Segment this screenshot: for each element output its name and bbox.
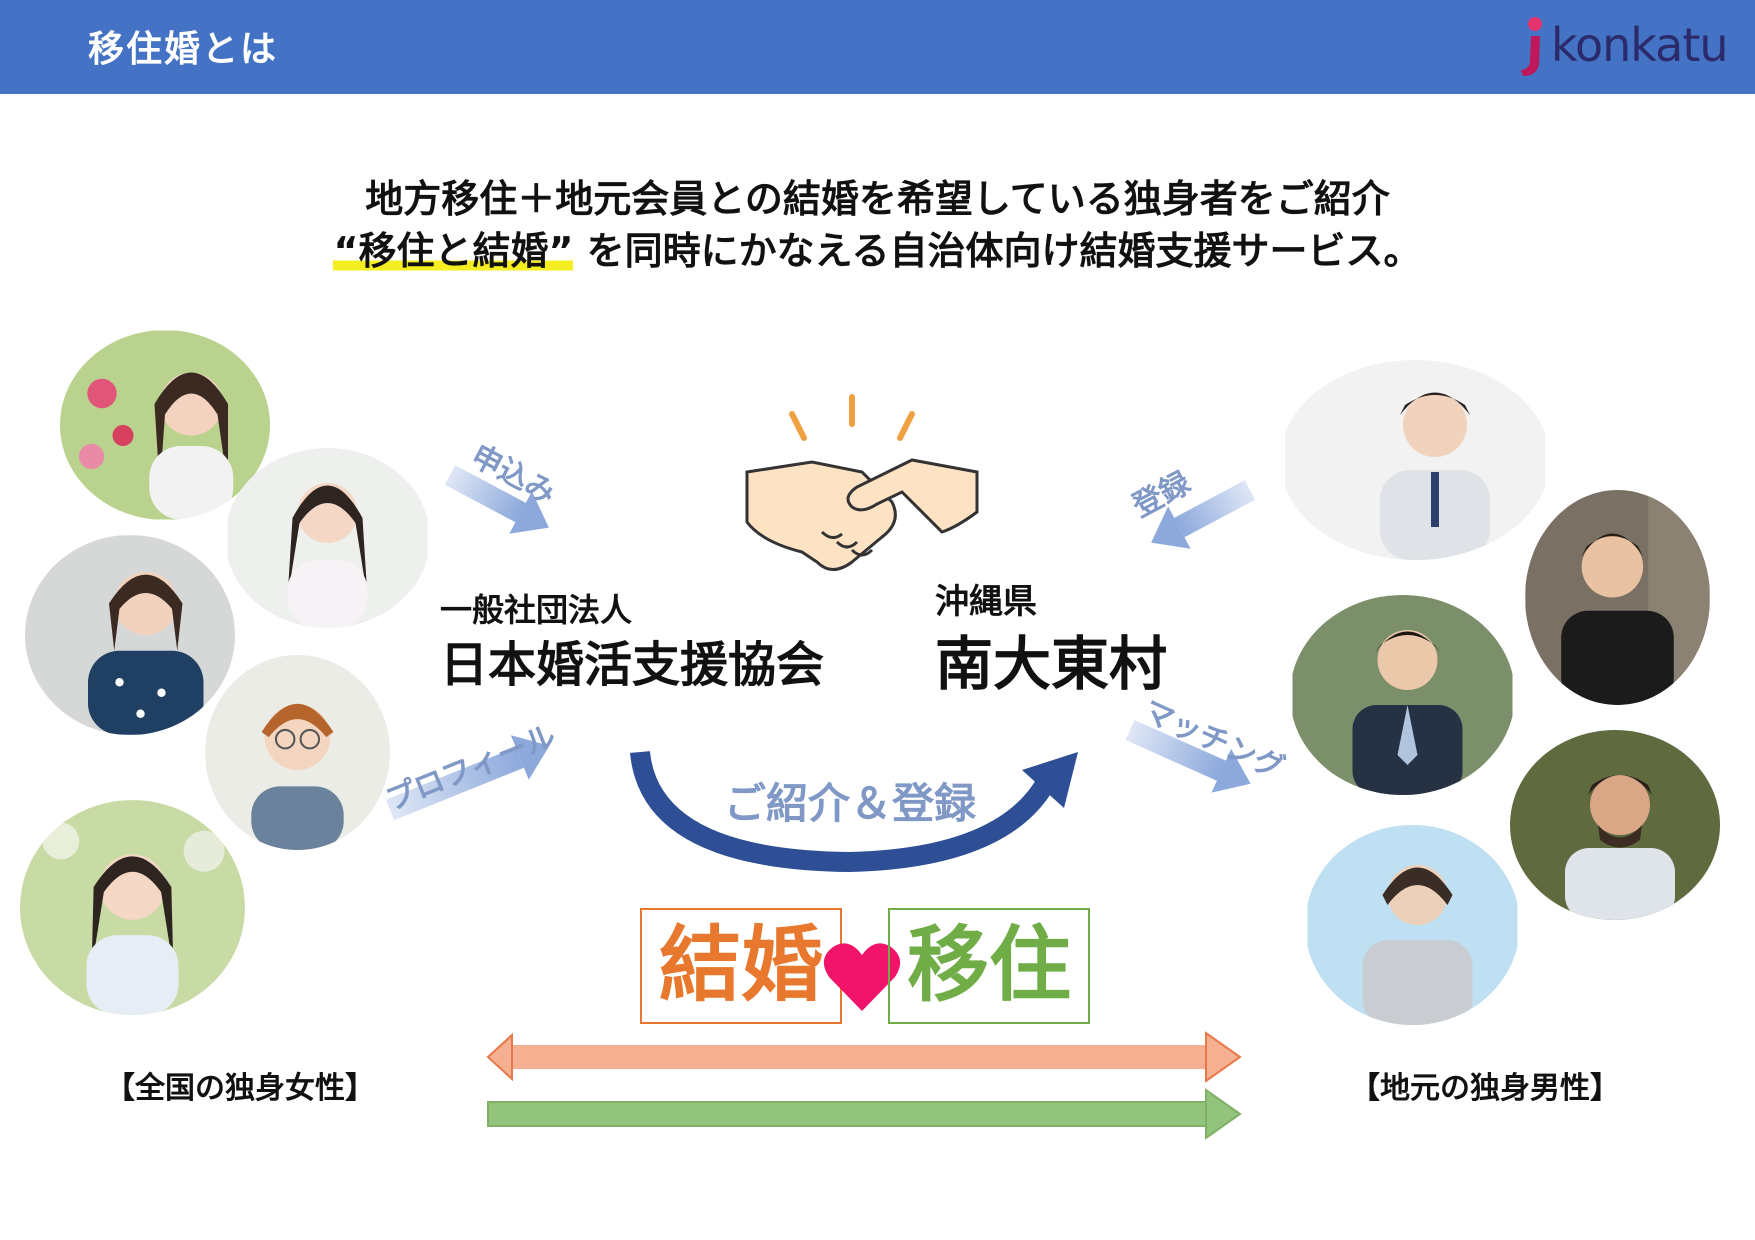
woman-photo-3 — [25, 535, 235, 735]
headline-line-1: 地方移住＋地元会員との結婚を希望している独身者をご紹介 — [0, 168, 1755, 223]
profile-label: プロフィール — [378, 711, 561, 819]
register-label: 登録 — [1123, 458, 1197, 525]
migration-box: 移住 — [888, 908, 1090, 1024]
man-photo-3 — [1290, 595, 1515, 795]
man-photo-1 — [1280, 360, 1550, 560]
handshake-icon — [742, 392, 982, 592]
right-org-name: 南大東村 — [935, 617, 1167, 701]
woman-photo-5 — [20, 800, 245, 1015]
headline-highlight: “移住と結婚” — [333, 229, 573, 273]
men-label: 【地元の独身男性】 — [1350, 1063, 1620, 1107]
headline-line-2-rest: を同時にかなえる自治体向け結婚支援サービス。 — [573, 229, 1421, 273]
woman-photo-2 — [225, 448, 430, 628]
introduce-register-caption: ご紹介＆登録 — [700, 770, 1000, 831]
konkatu-logo: konkatu — [1513, 14, 1713, 80]
man-photo-2 — [1525, 490, 1710, 705]
apply-label: 申込み — [465, 431, 565, 512]
logo-mark-icon — [1513, 14, 1549, 80]
double-arrow-marriage — [488, 1033, 1240, 1081]
single-arrow-migration — [488, 1090, 1240, 1138]
matching-label: マッチング — [1138, 686, 1293, 787]
page-title: 移住婚とは — [88, 20, 278, 72]
man-photo-4 — [1510, 730, 1720, 920]
woman-photo-4 — [205, 655, 390, 850]
header-bar: 移住婚とは konkatu — [0, 0, 1755, 94]
marriage-box: 結婚 — [640, 908, 842, 1024]
logo-text: konkatu — [1551, 18, 1728, 72]
left-org-name: 日本婚活支援協会 — [440, 625, 824, 695]
man-photo-5 — [1305, 825, 1520, 1025]
right-org-prefecture: 沖縄県 — [935, 574, 1037, 623]
headline-line-2: “移住と結婚” を同時にかなえる自治体向け結婚支援サービス。 — [0, 220, 1755, 275]
women-label: 【全国の独身女性】 — [105, 1063, 375, 1107]
